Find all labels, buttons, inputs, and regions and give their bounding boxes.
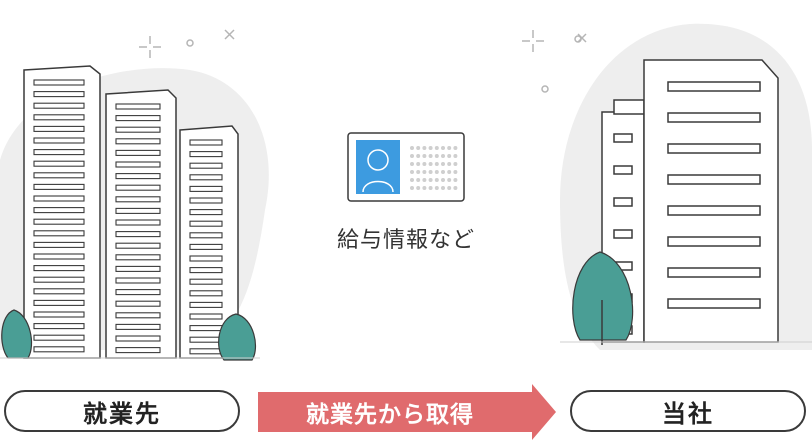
label-flow: 就業先から取得 bbox=[306, 402, 474, 428]
label-destination: 当社 bbox=[570, 390, 806, 432]
caption-salary-info: 給与情報など bbox=[336, 228, 475, 253]
sparkle-decoration-left bbox=[139, 29, 235, 58]
ground-line bbox=[0, 341, 812, 359]
id-card-icon bbox=[347, 132, 465, 202]
sparkle-decoration-right bbox=[522, 30, 587, 93]
flow-arrow bbox=[258, 384, 556, 440]
label-source: 就業先 bbox=[4, 390, 240, 432]
office-buildings-icon bbox=[23, 65, 239, 359]
tree-right bbox=[572, 251, 634, 345]
